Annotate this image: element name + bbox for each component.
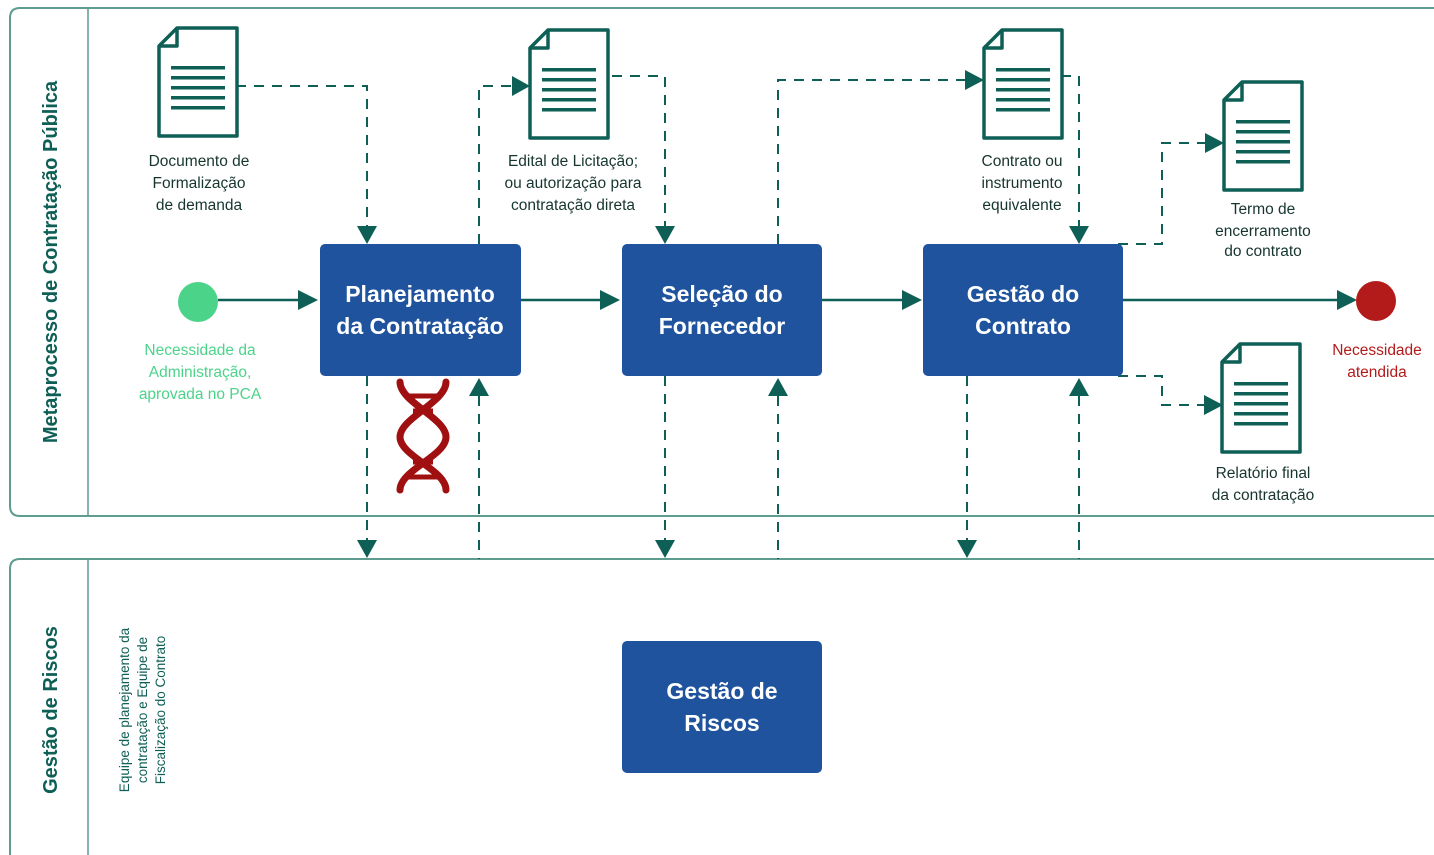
document-termo-line-2: encerramento — [1215, 223, 1311, 240]
start-label-2: Administração, — [149, 364, 252, 381]
document-icon — [528, 28, 610, 140]
end-label-2: atendida — [1347, 364, 1407, 381]
document-edital-line-3: contratação direta — [511, 197, 635, 214]
document-contrato-line-1: Contrato ou — [982, 153, 1063, 170]
process-gestao-contrato-line-2: Contrato — [975, 313, 1071, 339]
document-contrato-line-3: equivalente — [982, 197, 1061, 214]
lane-role-line-3: Fiscalização do Contrato — [153, 636, 168, 785]
lane-metaprocesso-title: Metaprocesso de Contratação Pública — [40, 80, 62, 443]
lane-role-line-2: contratação e Equipe de — [135, 637, 150, 783]
document-dfd-line-2: Formalização — [152, 175, 245, 192]
document-termo-line-1: Termo de — [1231, 201, 1296, 218]
start-event: Necessidade da Administração, aprovada n… — [139, 282, 262, 403]
end-circle — [1356, 281, 1396, 321]
document-termo-line-3: do contrato — [1224, 243, 1302, 260]
process-selecao[interactable]: Seleção do Fornecedor — [622, 244, 822, 376]
process-gestao-riscos-line-1: Gestão de — [666, 678, 777, 704]
start-circle — [178, 282, 218, 322]
document-contrato-line-2: instrumento — [982, 175, 1063, 192]
document-contrato: Contrato ou instrumento equivalente — [982, 28, 1064, 214]
document-icon — [1220, 342, 1302, 454]
process-selecao-line-1: Seleção do — [661, 281, 782, 307]
process-selecao-line-2: Fornecedor — [659, 313, 786, 339]
document-dfd-line-3: de demanda — [156, 197, 243, 214]
start-label-1: Necessidade da — [144, 342, 256, 359]
end-label-1: Necessidade — [1332, 342, 1422, 359]
document-connectors — [236, 75, 1205, 559]
process-planejamento[interactable]: Planejamento da Contratação — [320, 244, 521, 376]
arrowheads — [357, 70, 1224, 558]
main-flow — [218, 290, 1357, 310]
process-gestao-riscos-line-2: Riscos — [684, 710, 759, 736]
document-edital: Edital de Licitação; ou autorização para… — [504, 28, 642, 214]
lane-gestao-riscos-title: Gestão de Riscos — [40, 626, 62, 794]
process-gestao-contrato-line-1: Gestão do — [967, 281, 1079, 307]
document-relatorio-line-2: da contratação — [1212, 487, 1315, 504]
document-icon — [157, 26, 239, 138]
process-gestao-riscos[interactable]: Gestão de Riscos — [622, 641, 822, 773]
end-event: Necessidade atendida — [1332, 281, 1422, 381]
lane-metaprocesso: Metaprocesso de Contratação Pública — [9, 7, 1434, 517]
document-termo: Termo de encerramento do contrato — [1215, 80, 1311, 260]
document-dfd: Documento de Formalização de demanda — [149, 26, 250, 214]
process-planejamento-line-1: Planejamento — [345, 281, 495, 307]
document-relatorio-line-1: Relatório final — [1216, 465, 1311, 482]
document-dfd-line-1: Documento de — [149, 153, 250, 170]
lane-role-line-1: Equipe de planejamento da — [117, 627, 132, 792]
start-label-3: aprovada no PCA — [139, 386, 262, 403]
document-icon — [982, 28, 1064, 140]
document-relatorio: Relatório final da contratação — [1212, 342, 1315, 504]
dna-icon — [396, 378, 450, 494]
document-edital-line-1: Edital de Licitação; — [508, 153, 638, 170]
process-planejamento-line-2: da Contratação — [336, 313, 503, 339]
document-icon — [1222, 80, 1304, 192]
document-edital-line-2: ou autorização para — [504, 175, 641, 192]
lane-gestao-riscos: Gestão de Riscos Equipe de planejamento … — [9, 558, 1434, 855]
process-gestao-contrato[interactable]: Gestão do Contrato — [923, 244, 1123, 376]
